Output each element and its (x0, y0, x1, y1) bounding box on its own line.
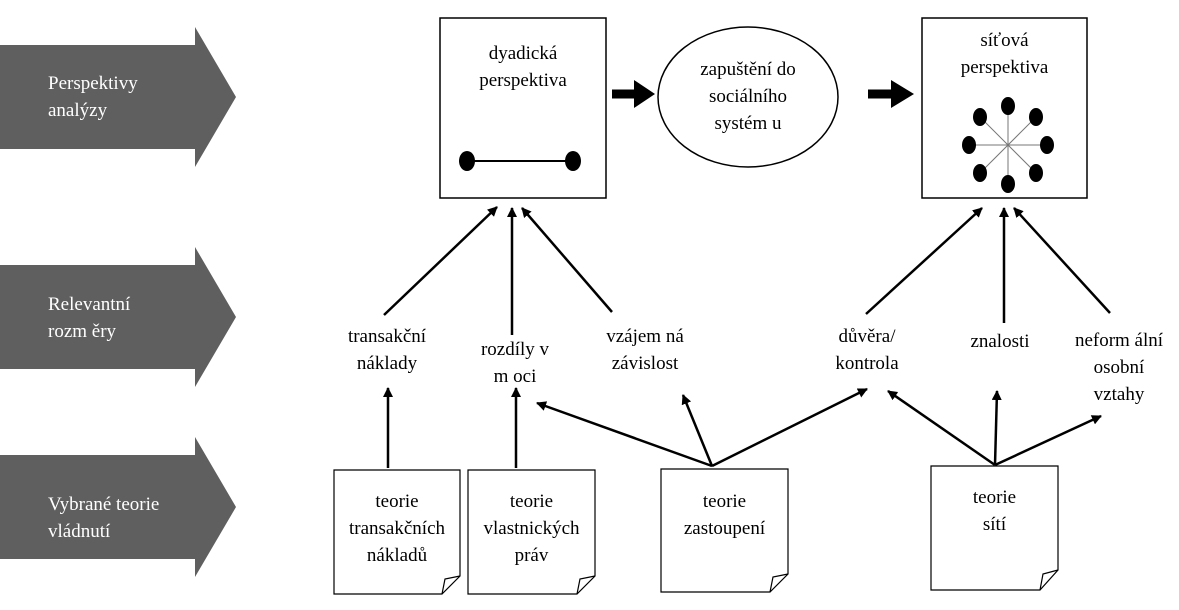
dyad-node-right (565, 151, 581, 171)
row-arrow-theories (0, 437, 236, 577)
dimension-trust-control: důvěra/kontrola (835, 326, 899, 374)
theory-to-dimension-arrows (383, 387, 1102, 468)
network-nodes (962, 97, 1054, 193)
bold-arrow-embedding-to-network (868, 80, 914, 108)
network-perspective-box (921, 17, 1088, 199)
dimension-to-perspective-arrows (383, 206, 1111, 335)
dimension-knowledge: znalosti (970, 331, 1030, 352)
row-arrow-dimensions (0, 247, 236, 387)
dyad-node-left (459, 151, 475, 171)
network-graph (969, 106, 1047, 184)
bold-arrow-dyadic-to-embedding (612, 80, 655, 108)
row-arrow-perspectives (0, 27, 236, 167)
embedding-ellipse (657, 26, 839, 168)
theory-doc-shapes (333, 465, 1059, 595)
